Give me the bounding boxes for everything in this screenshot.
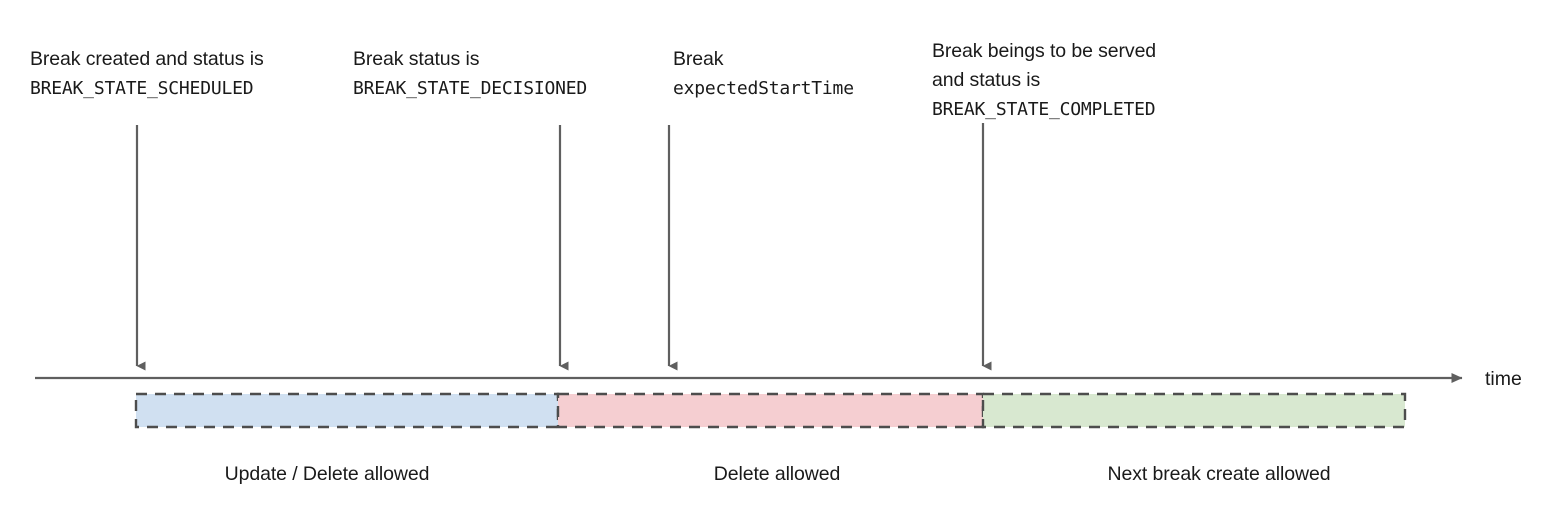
event-marker-arrows bbox=[135, 123, 992, 371]
timeline-segments bbox=[134, 392, 1407, 429]
annotation-line: Break status is bbox=[353, 48, 480, 70]
timeline-segment-delete-only bbox=[556, 392, 985, 429]
segment-caption-next-break: Next break create allowed bbox=[1107, 463, 1331, 485]
annotation-completed: Break beings to be served and status is BR… bbox=[932, 37, 1156, 124]
annotation-line: BREAK_STATE_SCHEDULED bbox=[30, 78, 254, 99]
annotation-line: BREAK_STATE_COMPLETED bbox=[932, 99, 1156, 120]
segment-caption-delete-only: Delete allowed bbox=[713, 463, 841, 485]
annotation-scheduled: Break created and status is BREAK_STATE_S… bbox=[30, 45, 264, 103]
annotation-line: expectedStartTime bbox=[673, 78, 854, 99]
timeline-segment-next-break bbox=[981, 392, 1407, 429]
annotation-line: BREAK_STATE_DECISIONED bbox=[353, 78, 588, 99]
annotation-line: and status is bbox=[932, 69, 1041, 91]
annotation-expected-start-time: Break expectedStartTime bbox=[673, 45, 854, 103]
timeline-segment-update-delete bbox=[134, 392, 560, 429]
segment-caption-update-delete: Update / Delete allowed bbox=[224, 463, 430, 485]
time-axis-label: time bbox=[1485, 368, 1522, 390]
annotation-decisioned: Break status is BREAK_STATE_DECISIONED bbox=[353, 45, 587, 103]
annotation-line: Break created and status is bbox=[30, 48, 264, 70]
annotation-line: Break bbox=[673, 48, 724, 70]
annotation-line: Break beings to be served bbox=[932, 40, 1157, 62]
